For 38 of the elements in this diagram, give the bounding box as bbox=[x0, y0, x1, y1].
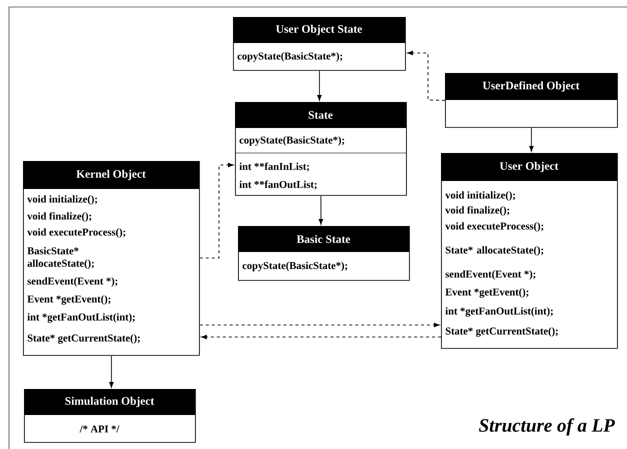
dashed-arrow bbox=[407, 50, 446, 101]
member-text: /* API */ bbox=[80, 425, 120, 432]
member-text: void finalize(); bbox=[27, 212, 92, 222]
member-text: copyState(BasicState*); bbox=[240, 136, 344, 146]
class-header: User Object bbox=[441, 153, 617, 181]
class-header: UserDefined Object bbox=[445, 73, 617, 100]
caption: Structure of a LP bbox=[478, 418, 615, 436]
member-text: int **fanOutList; bbox=[239, 180, 317, 190]
arrow bbox=[529, 127, 534, 152]
member-text: State* getCurrentState(); bbox=[28, 334, 140, 344]
member-text: Event *getEvent(); bbox=[27, 295, 110, 305]
class-header: State bbox=[235, 102, 406, 128]
member-text: int **fanInList; bbox=[239, 162, 309, 172]
member-text: int *getFanOutList(int); bbox=[445, 307, 553, 317]
member-text: void finalize(); bbox=[445, 206, 510, 216]
member-text: BasicState* allocateState(); bbox=[27, 247, 94, 269]
member-text: sendEvent(Event *); bbox=[446, 270, 536, 280]
member-text: void initialize(); bbox=[445, 191, 515, 201]
member-text: copyState(BasicState*); bbox=[238, 52, 342, 62]
member-text: sendEvent(Event *); bbox=[28, 277, 118, 287]
dashed-arrow bbox=[199, 162, 234, 258]
member-text: void initialize(); bbox=[27, 195, 97, 205]
arrow bbox=[317, 70, 322, 101]
member-text: copyState(BasicState*); bbox=[242, 262, 348, 272]
member-text: void executeProcess(); bbox=[445, 222, 544, 232]
member-text: State* getCurrentState(); bbox=[446, 327, 558, 337]
member-text: State* allocateState(); bbox=[446, 246, 544, 256]
arrow bbox=[109, 355, 114, 388]
dashed-arrow bbox=[201, 334, 442, 340]
class-header: Basic State bbox=[238, 226, 409, 252]
dashed-arrow bbox=[199, 322, 440, 328]
arrow bbox=[318, 195, 324, 225]
class-header: Kernel Object bbox=[23, 161, 199, 189]
class-header: Simulation Object bbox=[24, 389, 195, 415]
member-text: int *getFanOutList(int); bbox=[27, 313, 135, 323]
member-text: Event *getEvent(); bbox=[445, 288, 528, 298]
member-text: void executeProcess(); bbox=[27, 228, 126, 238]
class-header: User Object State bbox=[233, 17, 405, 43]
